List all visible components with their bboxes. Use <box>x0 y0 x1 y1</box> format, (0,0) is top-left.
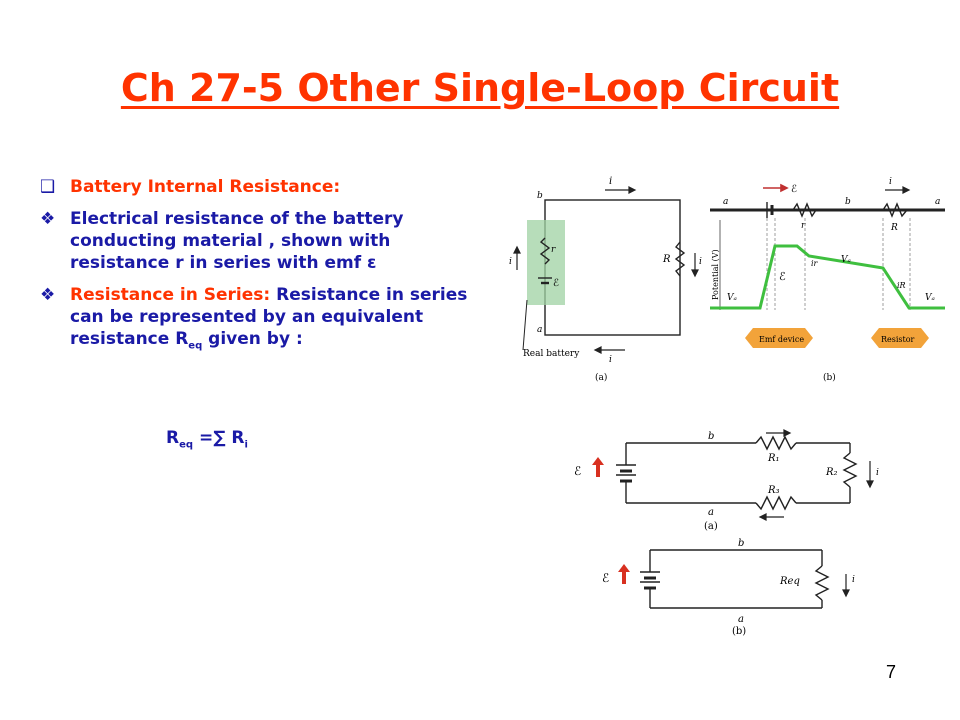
label-R-b: R <box>890 223 898 233</box>
label-b: b <box>537 191 543 201</box>
label-Req: Req <box>779 576 800 587</box>
current-arrows <box>513 186 699 354</box>
label-b: b <box>738 538 744 549</box>
label-emf-mid: ℰ <box>779 270 786 283</box>
bullet-text: Electrical resistance of the battery con… <box>70 209 404 273</box>
real-battery-leader <box>522 299 528 351</box>
potential-curve <box>710 244 945 310</box>
caption-b: (b) <box>732 626 746 637</box>
label-Va-right: Vₐ <box>925 293 935 303</box>
formula-lhs: R <box>166 428 180 448</box>
emf-device-arrow <box>745 328 813 348</box>
label-i-b: i <box>889 177 892 187</box>
page-number: 7 <box>885 662 896 682</box>
bullet-heading: Battery Internal Resistance: <box>70 177 341 197</box>
label-emf-device: Emf device <box>759 335 804 344</box>
bullet-text-tail: given by : <box>202 329 303 349</box>
series-formula: Req =∑ Ri <box>166 428 248 450</box>
battery-circuit-figure: i b a r ℰ R i i i Real battery (a) ℰ r a… <box>509 176 945 383</box>
formula-rhs: R <box>231 428 245 448</box>
label-a: a <box>537 325 542 335</box>
formula-sum-op: =∑ <box>193 428 232 448</box>
label-a: a <box>708 507 714 518</box>
label-real-battery: Real battery <box>523 349 580 359</box>
label-b: b <box>708 431 714 442</box>
eq-subscript: eq <box>188 340 203 352</box>
label-iR: iR <box>897 281 906 290</box>
label-emf: ℰ <box>553 278 559 289</box>
caption-a: (a) <box>704 521 718 532</box>
label-i-left: i <box>509 257 512 267</box>
label-R2: R₂ <box>825 467 838 478</box>
formula-rhs-sub: i <box>244 439 248 451</box>
label-i-bottom: i <box>609 355 612 365</box>
label-resistor: Resistor <box>881 335 915 344</box>
label-emf-b: ℰ <box>791 184 797 195</box>
label-i: i <box>852 575 855 585</box>
caption-b: (b) <box>823 372 836 383</box>
bullet-electrical-resistance: ❖ Electrical resistance of the battery c… <box>40 208 490 274</box>
label-i-top: i <box>609 176 612 187</box>
label-Vb: Vₐ <box>841 255 851 265</box>
label-Va-left: Vₐ <box>727 293 737 303</box>
square-bullet-icon: ❑ <box>40 177 56 197</box>
label-i: i <box>876 468 879 478</box>
battery-internal <box>538 237 686 285</box>
bullet-internal-resistance: ❑ Battery Internal Resistance: <box>40 176 490 198</box>
label-i-right: i <box>699 257 702 267</box>
slide-title: Ch 27-5 Other Single-Loop Circuit <box>120 66 840 110</box>
label-a-right: a <box>935 197 940 207</box>
series-circuit-a: ℰ b R₁ R₂ R₃ a i (a) <box>574 429 879 532</box>
label-R3: R₃ <box>767 485 780 496</box>
formula-lhs-sub: eq <box>179 439 194 451</box>
diamond-bullet-icon: ❖ <box>40 209 56 229</box>
bullet-series-text: Resistance in Series: Resistance in seri… <box>70 284 490 357</box>
label-a: a <box>738 614 744 625</box>
label-emf: ℰ <box>602 571 609 585</box>
label-b-b: b <box>845 197 851 207</box>
real-battery-circuit <box>544 199 681 336</box>
caption-a: (a) <box>595 372 607 383</box>
label-ir: ir <box>811 259 819 268</box>
axis-label: Potential (V) <box>711 249 720 300</box>
label-emf: ℰ <box>574 464 581 478</box>
label-R: R <box>662 254 671 265</box>
label-a-left: a <box>723 197 728 207</box>
bullet-text: Resistance in series can be represented … <box>70 285 468 349</box>
label-r-b: r <box>801 221 806 231</box>
label-r: r <box>551 245 556 255</box>
resistor-arrow <box>871 328 929 348</box>
bullet-heading: Resistance in Series: <box>70 285 271 305</box>
series-circuit-b: ℰ b Req a i (b) <box>602 538 855 637</box>
label-R1: R₁ <box>767 453 780 464</box>
diamond-bullet-icon: ❖ <box>40 285 56 305</box>
potential-diagram: ℰ r a b i R a Potential (V) Vₐ ir Vₐ ℰ i… <box>710 177 945 383</box>
bullet-list: ❑ Battery Internal Resistance: ❖ Electri… <box>40 176 490 367</box>
bullet-resistance-series: ❖ Resistance in Series: Resistance in se… <box>40 284 490 357</box>
